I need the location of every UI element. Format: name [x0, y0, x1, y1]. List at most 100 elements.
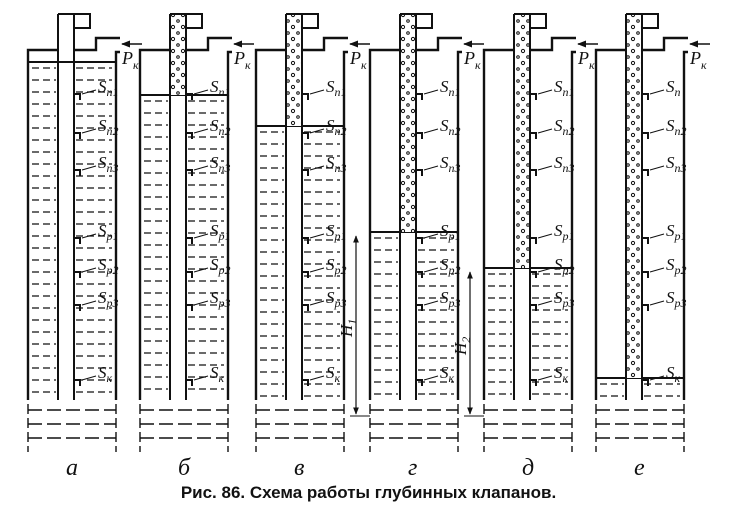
- valve-leader: [649, 128, 665, 134]
- valve-label: Sп3: [440, 153, 461, 175]
- valve-mark: [530, 132, 537, 139]
- valve-label: Sк: [666, 363, 681, 385]
- valve-mark: [642, 304, 649, 311]
- casing-head: [642, 36, 688, 52]
- valve-diagram: PкSп1Sп2Sп3Sp1Sp2Sp3SкаPкSп1Sп2Sп3Sp1Sp2…: [26, 13, 710, 480]
- valve-label: Sп2: [98, 116, 119, 138]
- tubing-cap: [626, 13, 659, 29]
- valve-leader: [649, 267, 665, 273]
- valve-label: Sп2: [554, 116, 575, 138]
- casing-wall: [114, 50, 120, 400]
- valve-mark: [416, 132, 423, 139]
- valve-label: Sp1: [98, 221, 119, 243]
- gas-column: [400, 14, 416, 232]
- valve-mark: [186, 93, 193, 100]
- valve-leader: [193, 267, 209, 273]
- tubing-cap: [400, 13, 433, 29]
- panel-letter: е: [634, 455, 645, 480]
- casing-wall: [342, 50, 348, 400]
- valve-mark: [74, 169, 81, 176]
- pressure-label: Pк: [349, 48, 367, 72]
- tubing-cap: [58, 13, 91, 29]
- valve-leader: [309, 128, 325, 134]
- casing-head: [74, 36, 120, 52]
- valve-leader: [649, 375, 665, 381]
- valve-mark: [530, 271, 537, 278]
- valve-leader: [423, 128, 439, 134]
- valve-label: Sp3: [554, 288, 575, 310]
- valve-mark: [74, 237, 81, 244]
- valve-leader: [537, 89, 553, 95]
- valve-mark: [302, 379, 309, 386]
- valve-leader: [537, 233, 553, 239]
- gas-column: [626, 14, 642, 378]
- valve-label: Sp2: [98, 255, 119, 277]
- valve-label: Sп3: [554, 153, 575, 175]
- valve-mark: [530, 237, 537, 244]
- valve-mark: [302, 132, 309, 139]
- valve-mark: [74, 93, 81, 100]
- tubing-cap: [286, 13, 319, 29]
- valve-leader: [309, 267, 325, 273]
- panel-letter: а: [66, 455, 78, 480]
- valve-leader: [193, 300, 209, 306]
- valve-mark: [416, 237, 423, 244]
- valve-mark: [530, 93, 537, 100]
- valve-label: Sк: [210, 363, 225, 385]
- valve-leader: [537, 300, 553, 306]
- valve-mark: [186, 169, 193, 176]
- valve-label: Sp3: [440, 288, 461, 310]
- valve-mark: [186, 132, 193, 139]
- valve-label: Sп2: [210, 116, 231, 138]
- valve-label: Sп3: [666, 153, 687, 175]
- valve-label: Sк: [554, 363, 569, 385]
- valve-mark: [416, 93, 423, 100]
- valve-label: Sp3: [326, 288, 347, 310]
- valve-label: Sp2: [440, 255, 461, 277]
- pressure-label: Pк: [689, 48, 707, 72]
- valve-mark: [302, 271, 309, 278]
- gas-column: [170, 14, 186, 95]
- valve-leader: [193, 165, 209, 171]
- valve-leader: [193, 375, 209, 381]
- valve-label: Sп: [666, 77, 681, 99]
- pressure-label: Pк: [463, 48, 481, 72]
- valve-leader: [309, 233, 325, 239]
- valve-leader: [193, 233, 209, 239]
- valve-leader: [537, 267, 553, 273]
- valve-mark: [186, 237, 193, 244]
- valve-leader: [649, 300, 665, 306]
- valve-leader: [423, 300, 439, 306]
- valve-leader: [423, 267, 439, 273]
- valve-mark: [416, 271, 423, 278]
- gas-column: [286, 14, 302, 126]
- valve-mark: [302, 169, 309, 176]
- valve-leader: [81, 267, 97, 273]
- valve-label: Sp1: [326, 221, 347, 243]
- valve-mark: [74, 304, 81, 311]
- tubing-cap: [514, 13, 547, 29]
- valve-leader: [537, 128, 553, 134]
- valve-mark: [186, 304, 193, 311]
- valve-leader: [81, 233, 97, 239]
- valve-leader: [81, 128, 97, 134]
- valve-label: Sp3: [666, 288, 687, 310]
- valve-label: Sп3: [210, 153, 231, 175]
- valve-leader: [537, 165, 553, 171]
- valve-label: Sp3: [210, 288, 231, 310]
- valve-mark: [642, 237, 649, 244]
- valve-mark: [642, 271, 649, 278]
- valve-label: Sп1: [326, 77, 347, 99]
- valve-leader: [309, 165, 325, 171]
- casing-wall: [368, 48, 400, 400]
- valve-leader: [537, 375, 553, 381]
- valve-label: Sп1: [98, 77, 119, 99]
- valve-mark: [74, 132, 81, 139]
- valve-mark: [642, 132, 649, 139]
- valve-mark: [302, 93, 309, 100]
- valve-label: Sp2: [326, 255, 347, 277]
